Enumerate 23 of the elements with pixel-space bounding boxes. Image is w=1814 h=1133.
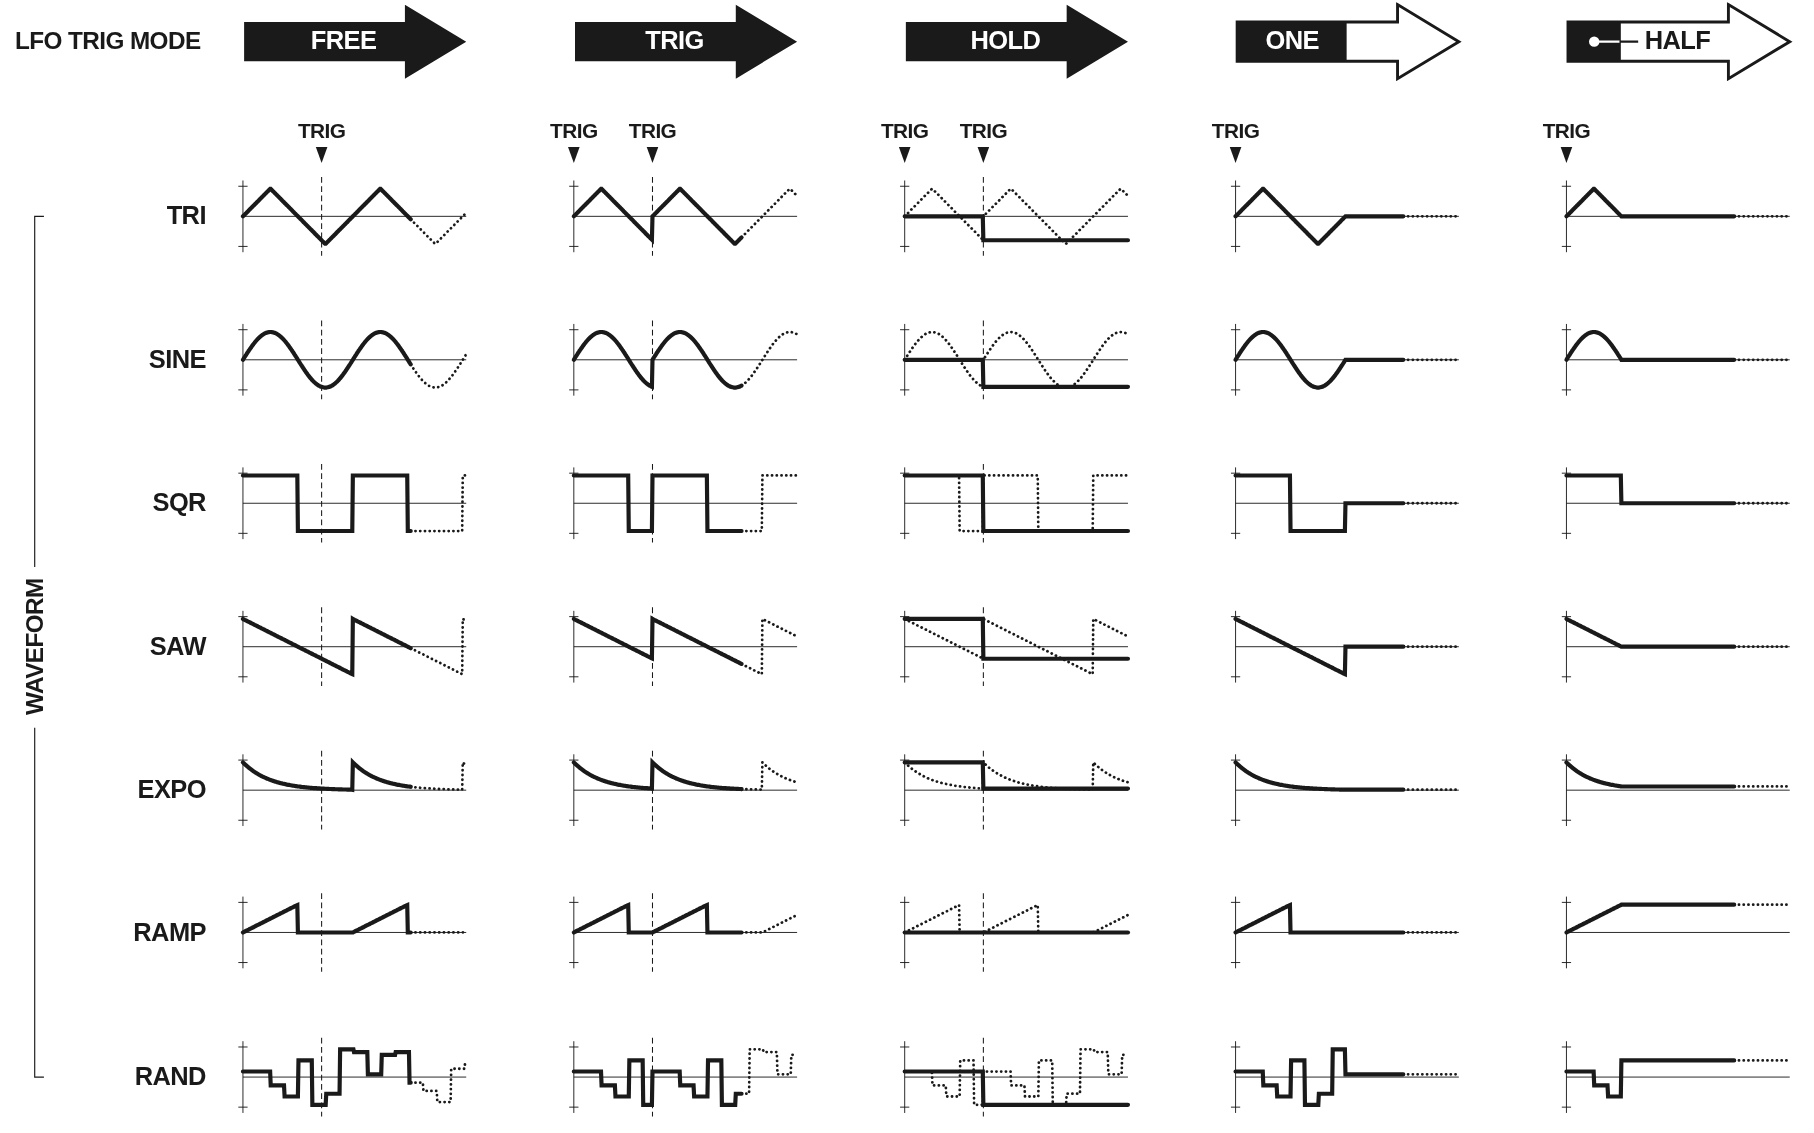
trigger-label: TRIG (628, 120, 677, 142)
mode-arrow (1566, 2, 1794, 81)
waveform-label: SQR (152, 490, 206, 516)
mode-label: TRIG (645, 27, 704, 54)
trigger-label: TRIG (1211, 120, 1260, 142)
waveform-label: EXPO (137, 777, 206, 803)
waveform-label: SAW (149, 634, 206, 660)
trigger-label: TRIG (1542, 120, 1591, 142)
waveform-label: TRI (166, 203, 206, 230)
mode-label: HOLD (970, 27, 1041, 54)
waveform-label: RAMP (133, 919, 206, 946)
waveform-label: RAND (134, 1064, 206, 1090)
mode-label: FREE (310, 27, 377, 54)
mode-label: HALF (1644, 27, 1711, 54)
mode-label: ONE (1265, 27, 1319, 54)
heading: LFO TRIG MODE (15, 27, 201, 53)
trigger-label: TRIG (550, 120, 598, 142)
mode-arrow (1235, 2, 1463, 81)
waveform-label: SINE (148, 347, 206, 373)
trigger-label: TRIG (881, 120, 929, 142)
axis-title: WAVEFORM (22, 578, 47, 716)
trigger-label: TRIG (297, 120, 346, 142)
trigger-label: TRIG (959, 120, 1008, 142)
